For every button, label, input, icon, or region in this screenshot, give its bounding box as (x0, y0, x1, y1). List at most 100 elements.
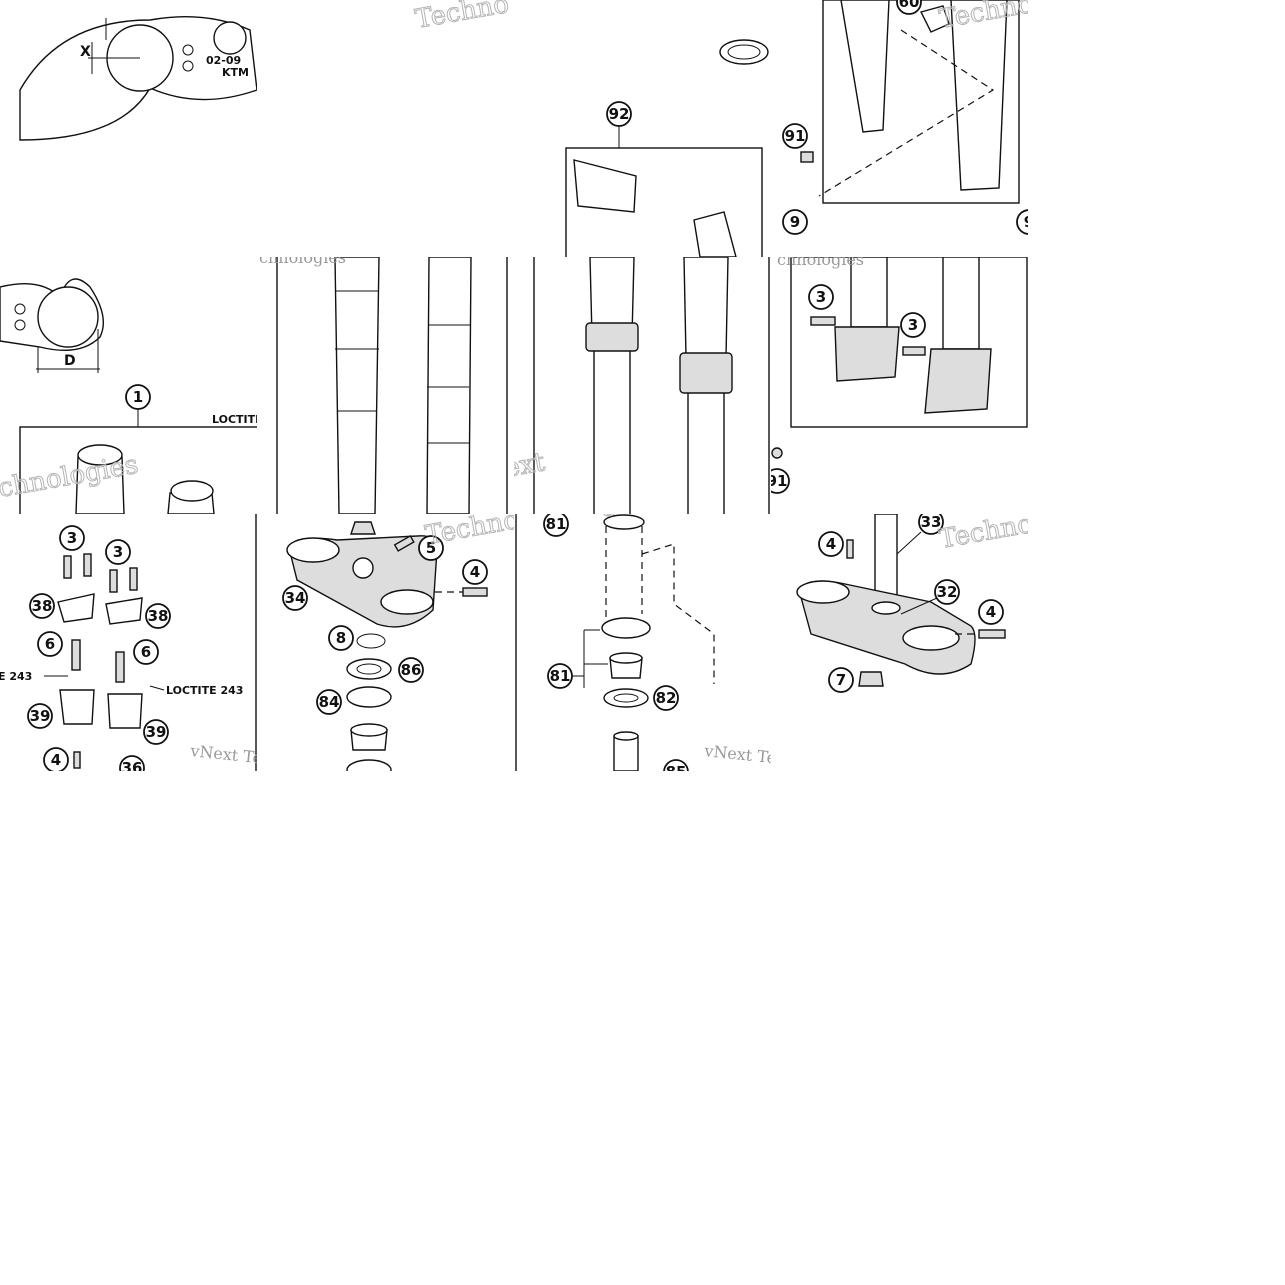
callout-8: 8 (328, 625, 354, 651)
callout-3: 3 (808, 284, 834, 310)
svg-text:38: 38 (32, 597, 53, 615)
fork-tube-right (942, 257, 980, 350)
callout-6-right: 6 (133, 639, 159, 665)
svg-text:6: 6 (141, 643, 151, 661)
fork-guard-bracket (919, 5, 950, 33)
callout-6: 6 (37, 631, 63, 657)
watermark-text: Techno (413, 0, 511, 35)
tile-fork-legs: 60 91 9 9 Techno (771, 0, 1028, 257)
nut-7 (858, 671, 884, 687)
fork-seal-ring-left (585, 322, 639, 352)
callout-7: 7 (828, 667, 854, 693)
callout-84: 84 (316, 689, 342, 715)
svg-text:81: 81 (550, 667, 571, 685)
svg-text:4: 4 (51, 751, 61, 769)
callout-9-right: 9 (1016, 209, 1028, 235)
callout-82: 82 (653, 685, 679, 711)
nut (350, 521, 376, 535)
watermark-text: chnologies (259, 257, 346, 267)
svg-text:92: 92 (609, 105, 630, 123)
svg-text:39: 39 (146, 723, 167, 741)
svg-text:8: 8 (336, 629, 346, 647)
svg-text:1: 1 (133, 388, 143, 406)
svg-text:60: 60 (899, 0, 920, 11)
svg-text:91: 91 (771, 472, 787, 490)
callout-34: 34 (282, 585, 308, 611)
tile-fork-protector: 92 (514, 0, 771, 257)
fork-protector-right (693, 211, 737, 257)
loctite-note: LOCTITE (212, 413, 257, 426)
callout-9: 9 (782, 209, 808, 235)
callout-60: 60 (896, 0, 922, 15)
handlebar-riser-left (59, 689, 95, 725)
svg-text:38: 38 (148, 607, 169, 625)
callout-5: 5 (418, 535, 444, 561)
fork-seal-ring-right (679, 352, 733, 394)
tile-fork-clamps: 3 3 91 chnologies (771, 257, 1028, 514)
svg-text:6: 6 (45, 635, 55, 653)
bolt (109, 569, 118, 593)
callout-4: 4 (818, 531, 844, 557)
tile-lower-triple-clamp: 34 5 4 8 86 84 Techno (257, 514, 514, 771)
loctite-note-right: LOCTITE 243 (166, 684, 243, 697)
callout-4: 4 (43, 747, 69, 771)
bolt (83, 553, 92, 577)
svg-text:82: 82 (656, 689, 677, 707)
clamp-logo-mark: KTM (222, 66, 249, 79)
fork-legs-box (822, 0, 1020, 204)
callout-38: 38 (29, 593, 55, 619)
bolt-6-right (115, 651, 125, 683)
svg-text:81: 81 (546, 515, 567, 533)
tile-steering-head-bearings: 81 81 82 85 vNext Tec chnologies (514, 514, 771, 771)
loctite-note-left: E 243 (0, 670, 32, 683)
nut (771, 447, 783, 459)
dimension-d-label: D (64, 353, 76, 369)
watermark-text: chnologies (777, 257, 864, 269)
callout-91: 91 (782, 123, 808, 149)
bolt-5 (393, 534, 415, 552)
callout-4: 4 (462, 559, 488, 585)
steering-stem-bore (213, 21, 247, 55)
svg-text:4: 4 (826, 535, 836, 553)
svg-text:3: 3 (908, 316, 918, 334)
bearing-race-lower (346, 759, 392, 771)
svg-text:7: 7 (836, 671, 846, 689)
watermark-text: ext (514, 447, 548, 484)
fork-protector-box (565, 147, 763, 257)
fork-seal-cap (719, 39, 769, 65)
callout-81: 81 (543, 514, 569, 537)
callout-39: 39 (27, 703, 53, 729)
svg-text:84: 84 (319, 693, 340, 711)
bolt-4 (462, 587, 488, 597)
tile-clamp-offset-x: X 02-09 KTM (0, 0, 257, 257)
bolt-91 (800, 151, 814, 163)
svg-text:9: 9 (1024, 213, 1028, 231)
fork-assembly-box (19, 426, 257, 514)
tile-upper-triple-clamp: 33 4 32 4 7 Techno (771, 514, 1028, 771)
svg-text:3: 3 (67, 529, 77, 547)
svg-text:36: 36 (122, 759, 143, 771)
svg-text:4: 4 (470, 563, 480, 581)
svg-text:32: 32 (937, 583, 958, 601)
svg-text:39: 39 (30, 707, 51, 725)
watermark-text: vNext Tec (703, 741, 771, 768)
svg-text:91: 91 (785, 127, 806, 145)
fork-leg-right (950, 0, 1008, 191)
fork-inner-tube-left (334, 257, 380, 514)
bolt-3 (810, 316, 836, 326)
bolt (63, 555, 72, 579)
bearing-top (603, 514, 645, 530)
watermark-text: vNext Tec (189, 741, 257, 768)
handlebar-clamp-top-right (105, 597, 143, 625)
callout-39-right: 39 (143, 719, 169, 745)
svg-text:34: 34 (285, 589, 306, 607)
callout-1: 1 (125, 384, 151, 410)
fork-clamps-box (790, 257, 1028, 428)
tile-fork-outer-tubes: ext (514, 257, 771, 514)
fork-outer-tube-right (683, 257, 729, 358)
fork-leg-left (840, 0, 890, 133)
bearing-seal (603, 688, 649, 708)
bolt-6 (71, 639, 81, 671)
bolt-4 (846, 539, 854, 559)
